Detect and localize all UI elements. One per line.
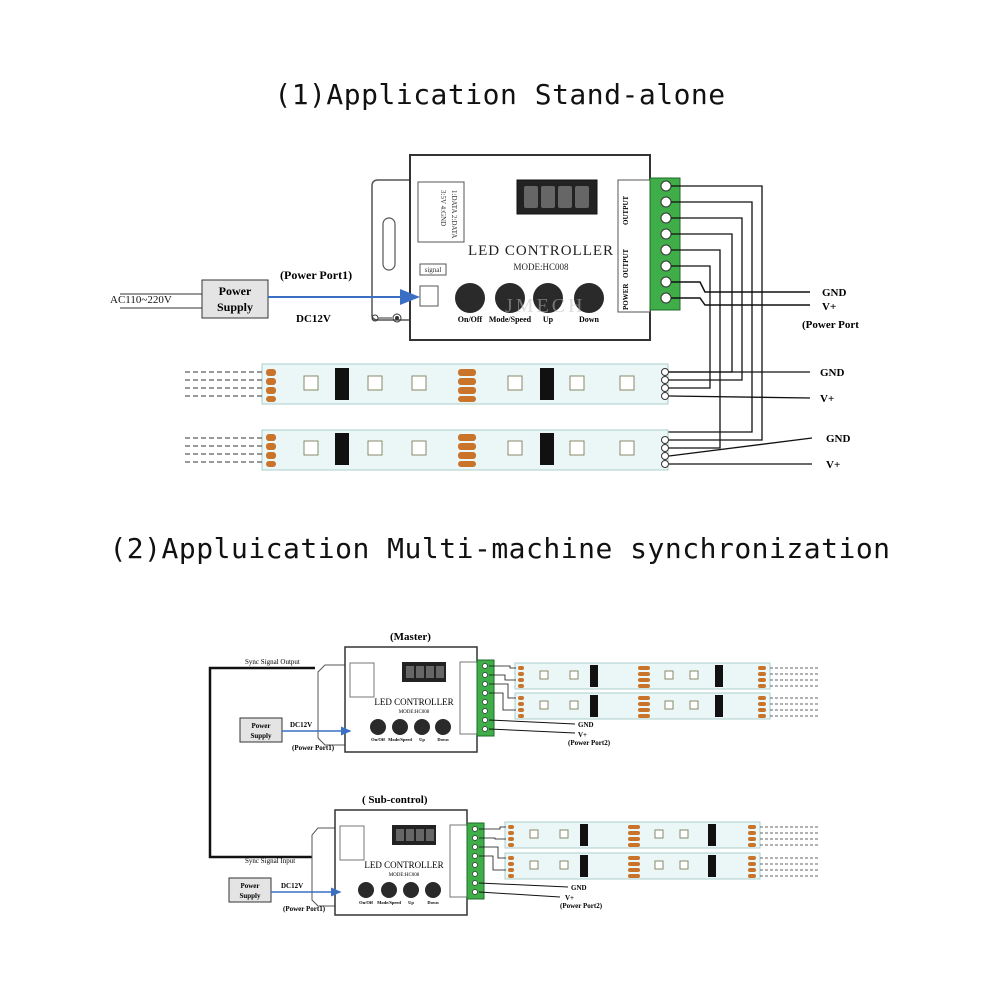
master-ps-label-1: Power bbox=[251, 722, 270, 730]
sub-power-port1: (Power Port1) bbox=[283, 905, 326, 913]
strip1-gnd-label: GND bbox=[820, 367, 845, 379]
led-strip-1 bbox=[185, 363, 669, 405]
onoff-button bbox=[455, 283, 485, 313]
master-terminal-block bbox=[476, 659, 495, 737]
master-power-port1: (Power Port1) bbox=[292, 744, 335, 752]
sync-output-label: Sync Signal Output bbox=[245, 658, 300, 666]
spec-text-1: 1:DATA 2:DATA bbox=[450, 190, 458, 238]
section1-diagram: 1:DATA 2:DATA 3:5V 4:GND LED CONTROLLER … bbox=[110, 154, 859, 471]
sub-ps-label-2: Supply bbox=[239, 892, 261, 900]
master-power-port2: (Power Port2) bbox=[568, 739, 611, 747]
down-button bbox=[574, 283, 604, 313]
onoff-label: On/Off bbox=[458, 315, 483, 324]
sync-cable bbox=[208, 666, 315, 859]
strip1-vplus-label: V+ bbox=[820, 393, 834, 405]
master-spec-panel bbox=[349, 662, 375, 698]
master-up-label: Up bbox=[419, 737, 425, 742]
led-strip-2 bbox=[185, 429, 669, 471]
power-vplus-label: V+ bbox=[822, 301, 836, 313]
terminal-label-strip bbox=[617, 179, 651, 313]
sub-power-port2: (Power Port2) bbox=[560, 902, 603, 910]
section2-title: (2)Appluication Multi-machine synchroniz… bbox=[109, 532, 891, 565]
mode-speed-label: Mode/Speed bbox=[489, 315, 532, 324]
master-onoff-label: On/Off bbox=[371, 737, 385, 742]
power-port1-label: (Power Port1) bbox=[280, 268, 352, 282]
watermark: JMECH bbox=[505, 295, 586, 317]
up-label: Up bbox=[543, 315, 554, 324]
ac-input-label: AC110~220V bbox=[110, 294, 172, 306]
master-ps-label-2: Supply bbox=[250, 732, 272, 740]
sub-ps-label-1: Power bbox=[240, 882, 259, 890]
power-label: POWER bbox=[622, 283, 630, 310]
master-mode-label: Mode/Speed bbox=[388, 737, 412, 742]
sub-terminal-block bbox=[466, 822, 485, 900]
output-label-1: OUTPUT bbox=[622, 196, 630, 226]
sub-dc12v: DC12V bbox=[281, 882, 303, 890]
strip2-vplus-label: V+ bbox=[826, 459, 840, 471]
spec-panel bbox=[417, 181, 465, 243]
output-label-2: OUTPUT bbox=[622, 249, 630, 279]
sub-down-label: Down bbox=[427, 900, 439, 905]
master-gnd-label: GND bbox=[578, 721, 594, 729]
sync-input-label: Sync Signal Input bbox=[245, 857, 295, 865]
master-label: (Master) bbox=[390, 631, 431, 643]
signal-label-box bbox=[419, 263, 447, 276]
mode-speed-button bbox=[495, 283, 525, 313]
sub-strips bbox=[479, 821, 820, 880]
master-power-supply bbox=[239, 717, 283, 743]
sub-name: LED CONTROLLER bbox=[364, 860, 443, 870]
power-port-label: (Power Port bbox=[802, 319, 859, 331]
sub-onoff-label: On/Off bbox=[359, 900, 373, 905]
controller-model: MODE:HC008 bbox=[513, 262, 569, 272]
master-vplus-label: V+ bbox=[578, 731, 587, 739]
section1-title: (1)Application Stand-alone bbox=[274, 78, 726, 111]
master-bracket bbox=[317, 664, 345, 746]
sub-power-supply bbox=[228, 877, 272, 903]
controller-name: LED CONTROLLER bbox=[468, 243, 614, 259]
power-gnd-label: GND bbox=[822, 287, 847, 299]
spec-text-2: 3:5V 4:GND bbox=[439, 190, 447, 226]
display-digits bbox=[524, 186, 589, 208]
sub-model: MODE:HC008 bbox=[389, 873, 420, 878]
sub-control-label: ( Sub-control) bbox=[362, 794, 428, 806]
master-dc12v: DC12V bbox=[290, 721, 312, 729]
signal-label: signal bbox=[425, 266, 442, 274]
power-output-wires bbox=[671, 281, 810, 306]
sub-bracket bbox=[311, 827, 335, 907]
master-name: LED CONTROLLER bbox=[374, 697, 453, 707]
sub-vplus-label: V+ bbox=[565, 894, 574, 902]
power-supply-box bbox=[201, 279, 269, 319]
dc12v-label: DC12V bbox=[296, 313, 331, 325]
down-label: Down bbox=[579, 315, 600, 324]
up-button bbox=[533, 283, 563, 313]
polarity-icon bbox=[371, 313, 402, 323]
master-down-label: Down bbox=[437, 737, 449, 742]
sub-mode-label: Mode/Speed bbox=[377, 900, 401, 905]
sub-up-label: Up bbox=[408, 900, 414, 905]
sub-gnd-label: GND bbox=[571, 884, 587, 892]
power-supply-label-1: Power bbox=[219, 284, 252, 298]
dc-jack bbox=[419, 285, 439, 307]
master-model: MODE:HC008 bbox=[399, 710, 430, 715]
terminal-block bbox=[649, 177, 681, 311]
master-strips bbox=[489, 662, 820, 720]
strip2-gnd-label: GND bbox=[826, 433, 851, 445]
section2-diagram: Sync Signal Output Sync Signal Input (Ma… bbox=[208, 631, 820, 916]
mount-slot bbox=[382, 217, 396, 271]
power-supply-label-2: Supply bbox=[217, 300, 253, 314]
